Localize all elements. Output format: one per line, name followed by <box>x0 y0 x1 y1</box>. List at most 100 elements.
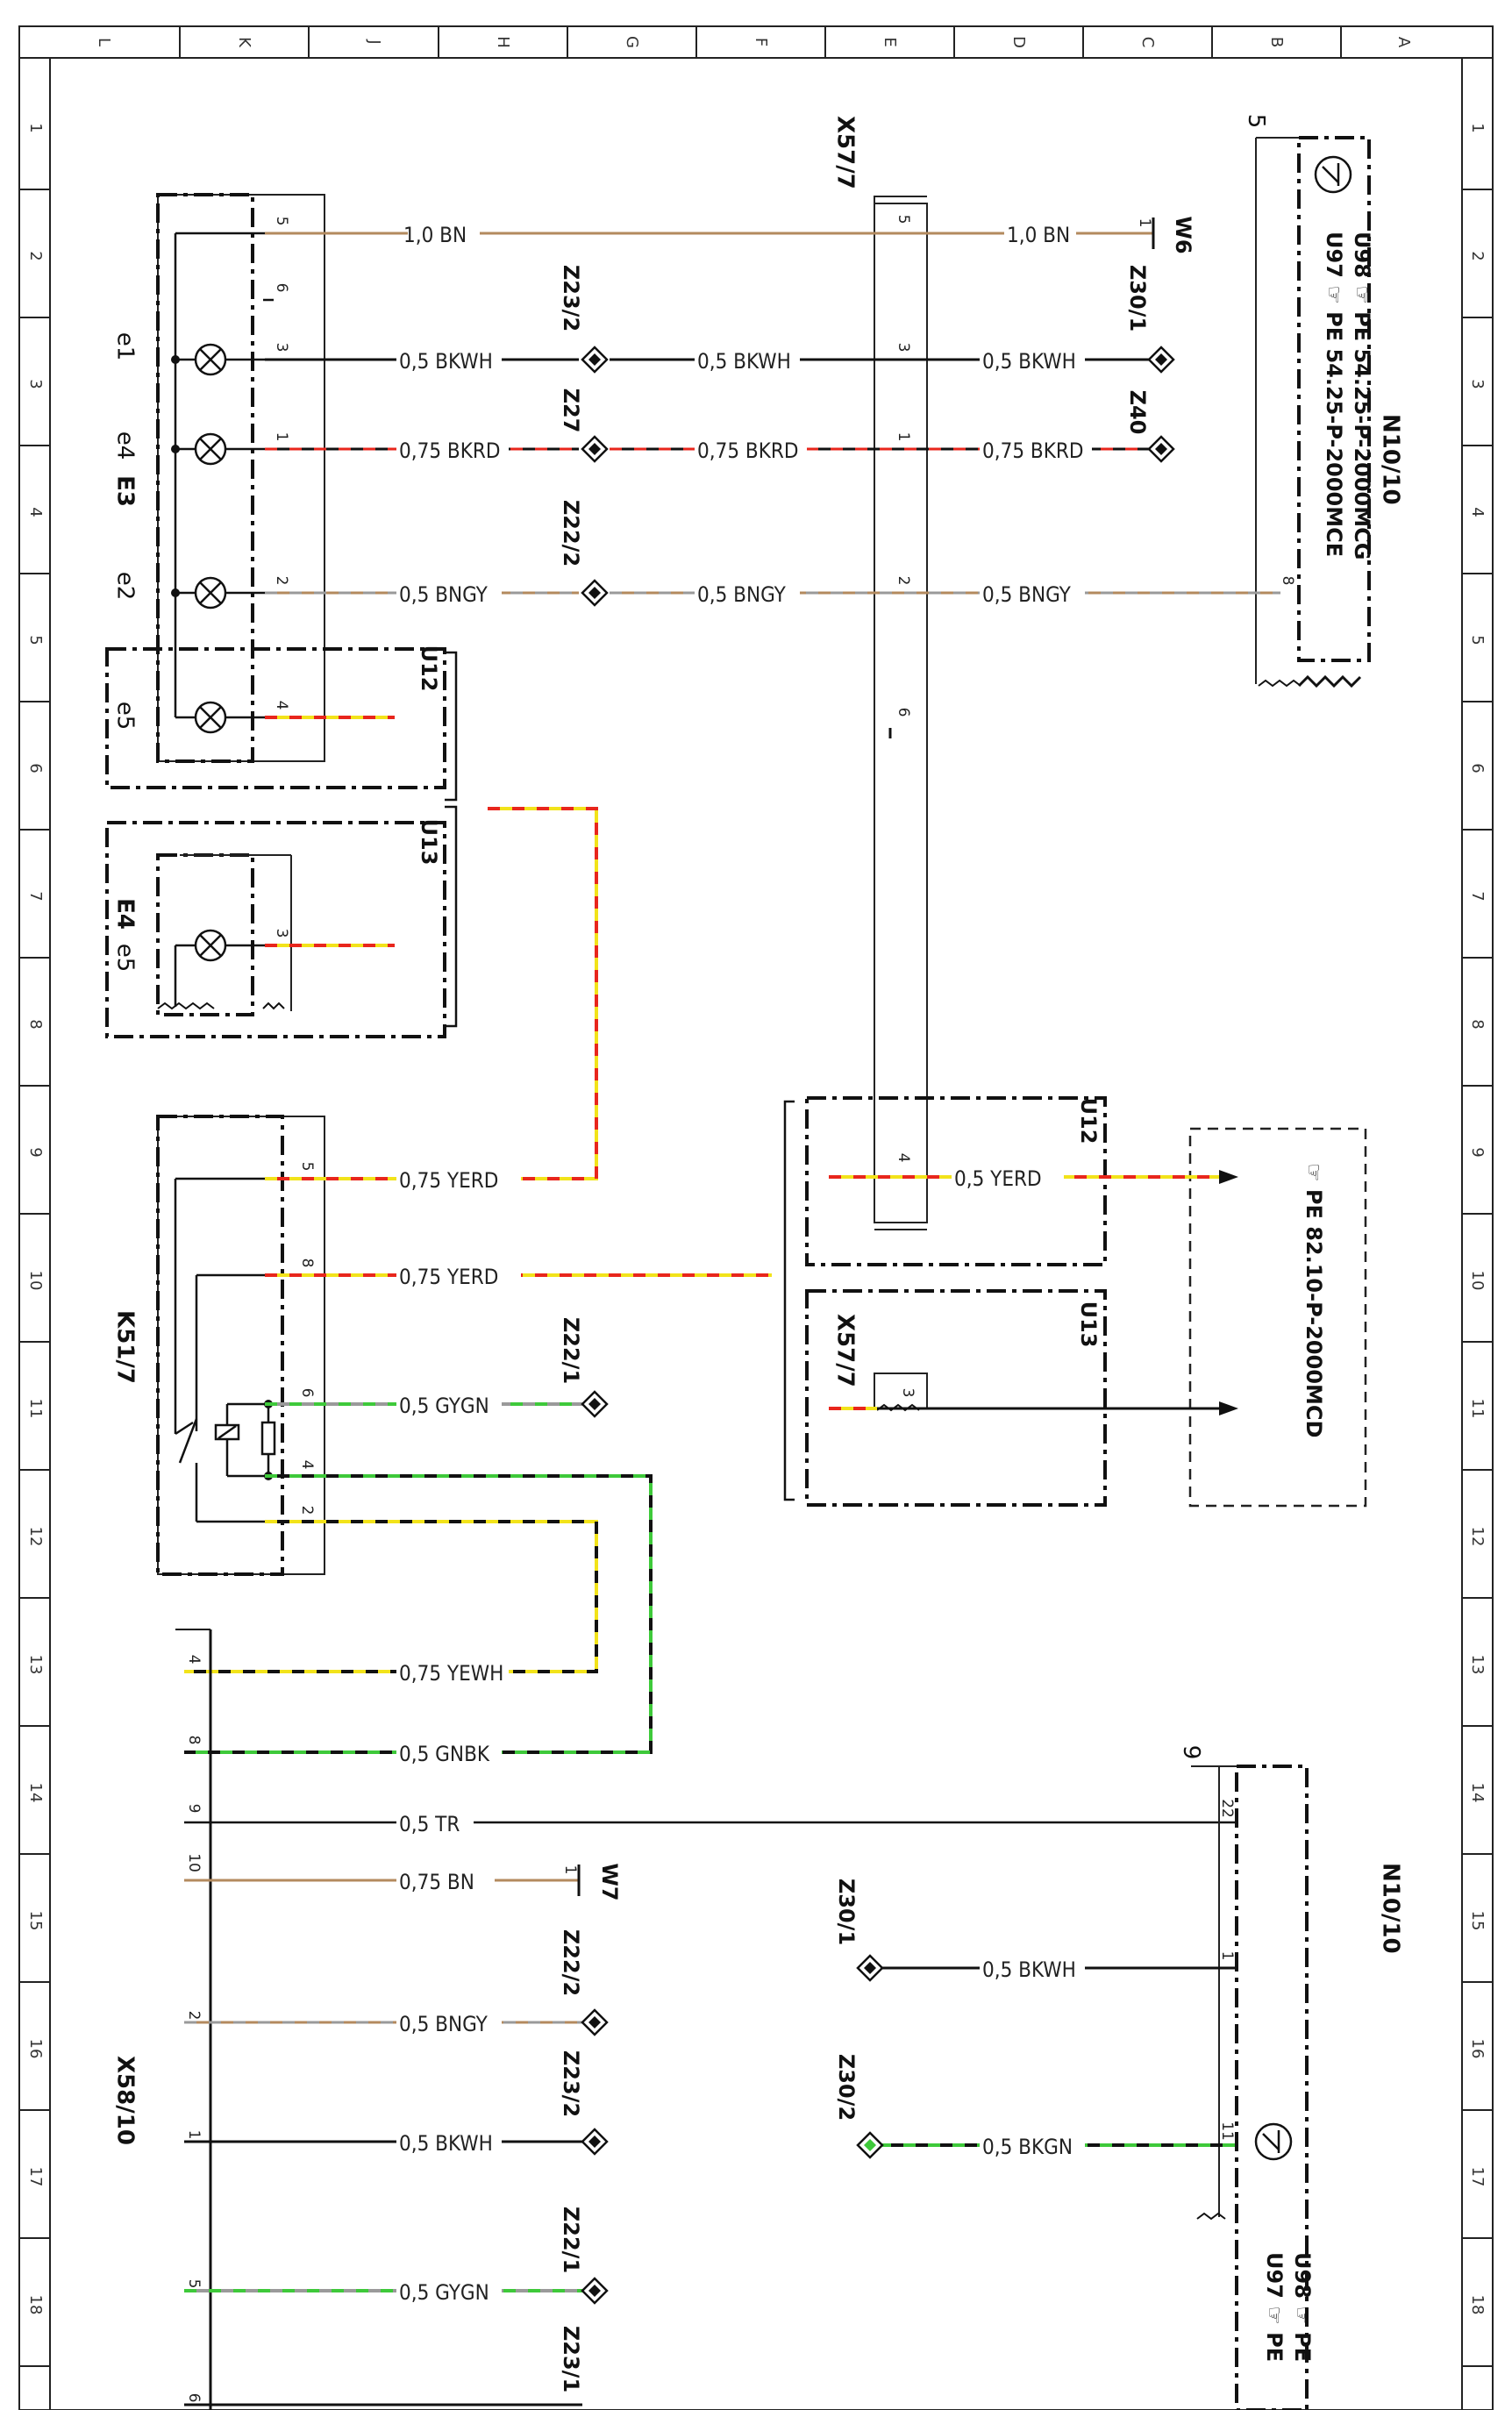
label-w7: W7 <box>597 1863 622 1900</box>
grid-row-label: 3 <box>26 379 45 389</box>
wire-label: 0,5 BNGY <box>697 582 787 607</box>
wire-green-black-loop: 0,5 GNBK <box>184 1474 653 1766</box>
wire-label: 0,5 BKGN <box>982 2135 1073 2159</box>
pin-label: 1 <box>185 2130 203 2140</box>
wire-label: 0,75 YERD <box>399 1168 498 1193</box>
grid-row-label: 18 <box>1468 2295 1487 2315</box>
bulb-e1 <box>171 343 265 376</box>
grid-row-label: 11 <box>26 1399 45 1419</box>
pin-label: 5 <box>1243 114 1269 129</box>
wire-label: 0,75 YEWH <box>399 1661 503 1686</box>
wire-yerd-k51-pin8: 0,75 YERD <box>265 1261 772 1289</box>
grid-col-label: J <box>365 39 383 44</box>
wire-label: 0,5 YERD <box>954 1166 1042 1191</box>
label-z23-2-bot: Z23/2 <box>559 2050 583 2117</box>
grid-col-label: E <box>881 37 899 46</box>
grid-row-label: 5 <box>26 635 45 645</box>
grid-col-label: K <box>235 37 253 48</box>
label-e1: e1 <box>112 332 139 361</box>
connector-x57-7: X57/7 <box>832 116 928 1230</box>
wire-label: 0,75 YERD <box>399 1265 498 1289</box>
pin-label: 2 <box>298 1506 316 1515</box>
grid-col-label: F <box>752 38 770 46</box>
splice-z27: Z27 <box>559 389 609 463</box>
wire-label: 0,5 BKWH <box>399 2131 493 2156</box>
wire-yellow-white-loop: 0,75 YEWH <box>184 1520 598 1686</box>
wire-label: 0,5 GYGN <box>399 1394 489 1418</box>
grid-row-label: 1 <box>26 123 45 132</box>
grid-col-label: A <box>1394 37 1413 48</box>
variant-box-u13-mid: U13 X57/7 3 <box>805 1289 1107 1507</box>
pin-label: 8 <box>298 1258 316 1268</box>
label-x57-7-mid: X57/7 <box>832 1314 859 1387</box>
wire-label: 0,5 BNGY <box>399 2012 489 2036</box>
grid-row-label: 10 <box>1468 1271 1487 1291</box>
pin-label: 10 <box>185 1853 203 1872</box>
variant-box-u13-top: U13 <box>105 805 458 1038</box>
pin-label: 1 <box>895 432 912 442</box>
grid-row-label: 9 <box>26 1147 45 1157</box>
pin-label: 3 <box>899 1388 916 1398</box>
wire-label: 0,5 BKWH <box>982 349 1076 374</box>
pin-label: 5 <box>185 2279 203 2289</box>
label-k51-7: K51/7 <box>112 1310 139 1384</box>
label-e3: E3 <box>112 475 139 507</box>
wire-label: 0,5 BKWH <box>399 349 493 374</box>
grid-col-label: L <box>95 38 113 46</box>
wire-0-5-gygn-bottom: 0,5 GYGN Z22/1 <box>184 2207 609 2305</box>
label-z27: Z27 <box>559 389 583 433</box>
grid-row-label: 5 <box>1468 635 1487 645</box>
wire-0-5-tr: 0,5 TR <box>184 1808 1235 1836</box>
label-e5-box: e5 <box>112 944 139 973</box>
wire-label: 0,5 BNGY <box>982 582 1072 607</box>
component-n10-10-bottom: 9 22 1 11 N10/10 U97 ☞ PE U98 ☞ PE <box>1178 1745 1404 2410</box>
pin-label: 1 <box>1218 1951 1236 1961</box>
component-e4: E4 e5 3 <box>112 853 292 1016</box>
wire-1-0-bn: 1,0 BN 1,0 BN <box>265 219 1153 247</box>
component-n10-10-top: 5 8 U97 ☞ PE 54.25-P-2000MCE U98 ☞ PE 54… <box>1243 114 1404 688</box>
grid-row-label: 11 <box>1468 1399 1487 1419</box>
label-n10-10-top: N10/10 <box>1378 414 1404 505</box>
label-e5: e5 <box>112 702 139 731</box>
wire-0-75-bkrd: 0,75 BKRD 0,75 BKRD 0,75 BKRD <box>265 435 1149 463</box>
wire-0-5-gygn-k51: 0,5 GYGN <box>265 1390 582 1418</box>
bulb-e2 <box>171 576 265 610</box>
component-k51-7: K51/7 5 8 6 4 2 <box>112 1115 325 1576</box>
label-x57-7: X57/7 <box>832 116 859 189</box>
label-z22-1-bot: Z22/1 <box>559 2207 583 2273</box>
label-e2: e2 <box>112 572 139 601</box>
grid-row-label: 1 <box>1468 123 1487 132</box>
pin-label: 1 <box>561 1865 579 1875</box>
pin-label: 3 <box>895 343 912 353</box>
label-u12-mid: U12 <box>1076 1098 1101 1144</box>
wire-x57-mid-arrow <box>829 1401 1238 1415</box>
grid-row-label: 6 <box>26 763 45 773</box>
wire-yerd-e5: 0,75 YERD <box>265 716 598 1193</box>
pin-label: 6 <box>895 708 912 717</box>
grid-col-label: G <box>623 36 641 48</box>
pin-label: 3 <box>273 929 290 938</box>
ref-u98-top: U98 ☞ PE 54.25-P-2000MCG <box>1350 232 1374 560</box>
variant-box-u12-mid: U12 <box>783 1096 1107 1501</box>
label-e4-box: E4 <box>112 898 139 930</box>
ref-pe-82: ☞ PE 82.10-P-2000MCD <box>1302 1163 1326 1437</box>
e3-pin-labels: 5 6 3 1 2 4 <box>273 217 290 710</box>
grid-row-label: 10 <box>26 1271 45 1291</box>
label-z30-2-bot: Z30/2 <box>834 2054 859 2121</box>
pin-label: 11 <box>1218 2121 1236 2141</box>
grid-row-label: 15 <box>1468 1911 1487 1931</box>
pin-label: 9 <box>185 1804 203 1814</box>
grid-col-label: C <box>1138 37 1157 48</box>
pin-label: 6 <box>298 1388 316 1398</box>
splice-z40: Z40 <box>1125 390 1175 463</box>
grid-row-label: 15 <box>26 1911 45 1931</box>
pin-label: 8 <box>1279 576 1296 586</box>
grid-row-label: 18 <box>26 2295 45 2315</box>
variant-box-u12-top: U12 <box>105 645 458 802</box>
grid-row-label: 3 <box>1468 379 1487 389</box>
grid-row-label: 13 <box>26 1655 45 1675</box>
wire-label: 0,5 BKWH <box>697 349 791 374</box>
label-z40: Z40 <box>1125 390 1150 435</box>
pin-label: 22 <box>1218 1799 1236 1818</box>
